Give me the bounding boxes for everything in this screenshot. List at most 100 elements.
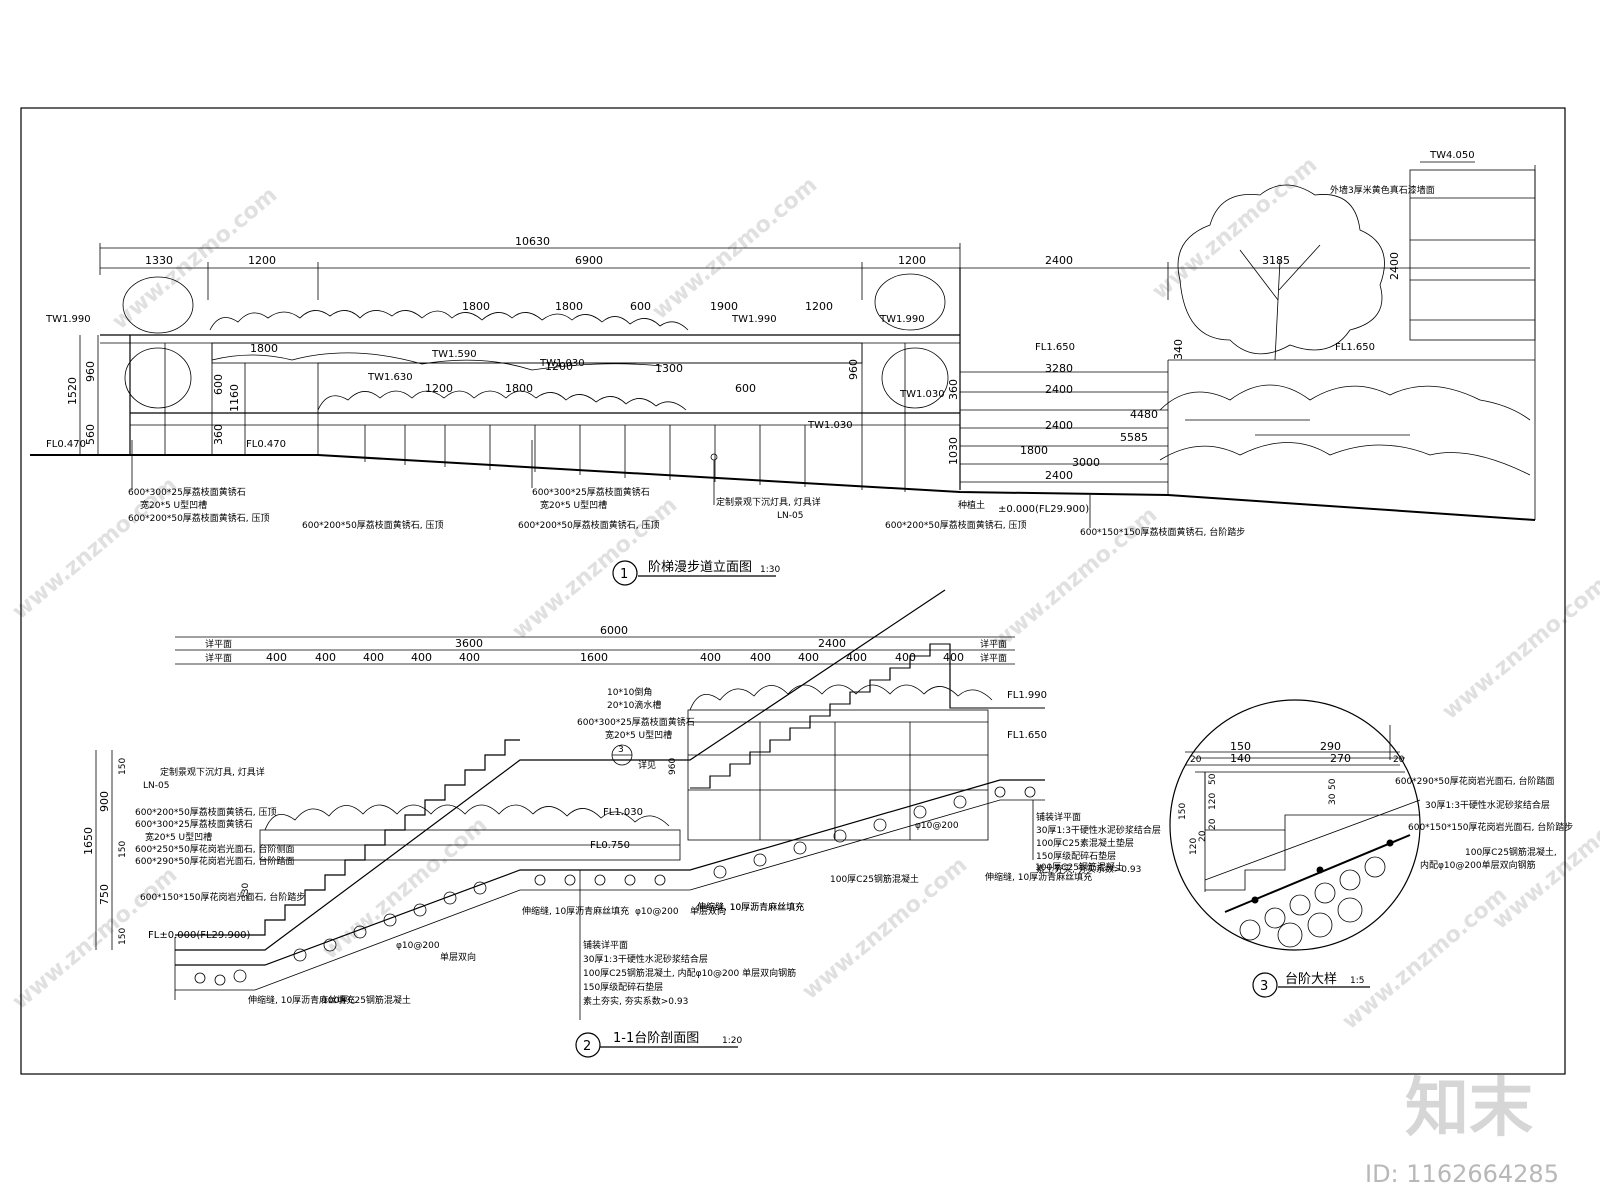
watermark: www.znzmo.com (1438, 573, 1600, 725)
drawing-scale: 1:30 (760, 565, 780, 575)
dim-detail: 20 (1393, 755, 1405, 765)
dim-detail: 20 (1190, 755, 1202, 765)
dim-vertical: 1650 (82, 827, 95, 855)
dim-segment: 400 (700, 651, 721, 664)
dim-detail: 290 (1320, 740, 1341, 753)
dim-small: 150 (118, 758, 128, 775)
dim-vertical: 960 (84, 361, 97, 382)
dim-detail: 270 (1330, 752, 1351, 765)
dim-segment: 400 (411, 651, 432, 664)
dim-label: 详平面 (205, 638, 232, 650)
level-label: TW1.590 (431, 349, 477, 360)
dim-vertical: 1030 (947, 437, 960, 465)
dim-label: 详平面 (205, 652, 232, 664)
dim-inner: 1800 (250, 342, 278, 355)
watermark: www.znzmo.com (1148, 153, 1322, 305)
dim-label: 详平面 (980, 652, 1007, 664)
dim-label: 详平面 (980, 638, 1007, 650)
detail-note: 600*150*150厚花岗岩光面石, 台阶踏步 (1408, 821, 1573, 833)
ref-note: 详见 (638, 759, 656, 771)
c25-label: 100厚C25钢筋混凝土 (322, 994, 411, 1006)
brand-logo: 知末 (1405, 1072, 1533, 1146)
note: 600*150*150厚花岗岩光面石, 台阶踏步 (140, 891, 305, 903)
dim-detail: 140 (1230, 752, 1251, 765)
joint-label: 伸缩缝, 10厚沥青麻丝填充 (522, 905, 629, 917)
drawing-scale: 1:5 (1350, 976, 1364, 986)
dim-step: 1800 (1020, 444, 1048, 457)
dim-segment: 400 (943, 651, 964, 664)
level-label: ±0.000(FL29.900) (998, 504, 1089, 515)
dim-detail: 20 (1198, 830, 1208, 842)
rebar-label: φ10@200 (915, 821, 959, 831)
ref-number: 3 (618, 745, 624, 755)
dim-inner: 1900 (710, 300, 738, 313)
dim-vertical: 1160 (228, 384, 241, 412)
dim-inner: 1800 (462, 300, 490, 313)
note: 600*290*50厚花岗岩光面石, 台阶踏面 (135, 855, 295, 867)
rebar-label: φ10@200 (635, 907, 679, 917)
dim-segment: 1330 (145, 254, 173, 267)
elevation-drawing: 10630 1330 1200 6900 1200 2400 (30, 150, 1536, 586)
note: 定制景观下沉灯具, 灯具详 (160, 766, 265, 778)
dim-step: 4480 (1130, 408, 1158, 421)
detail-drawing: 150 140 290 270 20 20 30 50 50 120 150 2… (1169, 699, 1573, 998)
joint-label: 伸缩缝, 10厚沥青麻丝填充 (248, 994, 355, 1006)
dim-inner: 1200 (425, 382, 453, 395)
dim-detail: 30 (1328, 793, 1338, 805)
note: 600*300*25厚荔枝面黄锈石 (532, 486, 650, 498)
dim-segment: 400 (315, 651, 336, 664)
level-label: FL1.650 (1007, 730, 1047, 741)
note: 600*200*50厚荔枝面黄锈石, 压顶 (518, 519, 660, 531)
dim-segment: 6900 (575, 254, 603, 267)
ref-tag: LN-05 (143, 781, 169, 791)
note: 宽20*5 U型凹槽 (605, 729, 672, 741)
level-label: FL1.990 (1007, 690, 1047, 701)
dim-vertical: 960 (668, 758, 678, 775)
dim-detail: 120 (1208, 793, 1218, 810)
dim-inner: 1200 (805, 300, 833, 313)
dim-detail: 20 (1208, 818, 1218, 830)
dim-segment: 400 (750, 651, 771, 664)
dim-vertical: 3185 (1262, 254, 1290, 267)
note: 定制景观下沉灯具, 灯具详 (716, 496, 821, 508)
note: 600*150*150厚荔枝面黄锈石, 台阶踏步 (1080, 526, 1245, 538)
dim-detail: 150 (1178, 803, 1188, 820)
dim-detail: 50 (1328, 778, 1338, 790)
dim-inner: 1800 (555, 300, 583, 313)
drawing-number-circle (612, 560, 638, 586)
dim-segment: 1600 (580, 651, 608, 664)
layer-note: 30厚1:3干硬性水泥砂浆结合层 (583, 953, 708, 965)
layer-note: 铺装详平面 (583, 939, 628, 951)
note: 10*10倒角 (607, 686, 652, 698)
dim-vertical: 900 (98, 791, 111, 812)
level-label: TW1.630 (367, 372, 413, 383)
detail-note: 600*290*50厚花岗岩光面石, 台阶踏面 (1395, 775, 1555, 787)
note: 宽20*5 U型凹槽 (540, 499, 607, 511)
level-label: TW1.030 (807, 420, 853, 431)
rebar-dir: 单层双向 (440, 951, 476, 963)
dim-segment: 400 (459, 651, 480, 664)
rebar-dir: 单层双向 (690, 905, 726, 917)
layer-note: 100厚C25素混凝土垫层 (1036, 837, 1134, 849)
dim-segment: 400 (798, 651, 819, 664)
dim-inner: 600 (630, 300, 651, 313)
note: 种植土 (958, 499, 985, 511)
dim-detail: 50 (1208, 773, 1218, 785)
dim-step: 3000 (1072, 456, 1100, 469)
dim-segment: 400 (895, 651, 916, 664)
dim-segment: 1200 (248, 254, 276, 267)
dim-inner: 1200 (545, 360, 573, 373)
dim-detail: 150 (1230, 740, 1251, 753)
dim-vertical: 1520 (66, 377, 79, 405)
layer-note: 素土夯实, 夯实系数>0.93 (583, 995, 688, 1007)
dim-vertical: 330 (241, 883, 251, 900)
note: 600*300*25厚荔枝面黄锈石 (128, 486, 246, 498)
level-label: TW1.030 (899, 389, 945, 400)
dim-overall: 10630 (515, 235, 550, 248)
note: 600*250*50厚花岗岩光面石, 台阶侧面 (135, 843, 295, 855)
dim-segment: 2400 (818, 637, 846, 650)
dim-segment: 1200 (898, 254, 926, 267)
dim-vertical: 360 (212, 424, 225, 445)
dim-segment: 400 (266, 651, 287, 664)
note: 外墙3厚米黄色真石漆墙面 (1330, 184, 1435, 196)
